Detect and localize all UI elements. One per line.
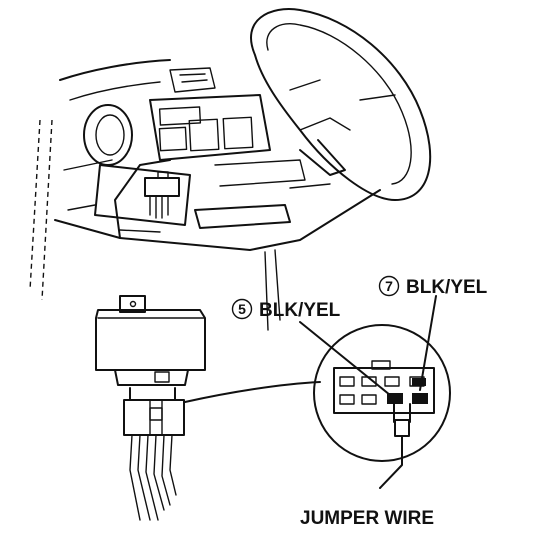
jumper-wire-label: JUMPER WIRE	[300, 508, 434, 529]
pin-7-label: 7 BLK/YEL	[378, 275, 488, 298]
jumper-leader	[379, 435, 403, 489]
relay-icon	[95, 295, 206, 521]
leader-line	[184, 381, 321, 403]
pin-5-wire-color: BLK/YEL	[259, 300, 341, 321]
pin-5-label: 5 BLK/YEL	[231, 298, 341, 321]
relay-in-dash-icon	[144, 171, 180, 219]
pin-7-leader	[419, 295, 437, 391]
steering-wheel-icon	[250, 8, 432, 201]
pin-7-terminal	[412, 393, 428, 404]
pin-5-number: 5	[238, 301, 246, 317]
pin-7-wire-color: BLK/YEL	[406, 277, 488, 298]
pin-5-terminal	[387, 393, 403, 404]
pin-5-leader	[299, 321, 391, 396]
pin-7-number: 7	[385, 278, 393, 294]
dashboard-icon	[29, 59, 381, 331]
connector-icon	[313, 324, 451, 462]
